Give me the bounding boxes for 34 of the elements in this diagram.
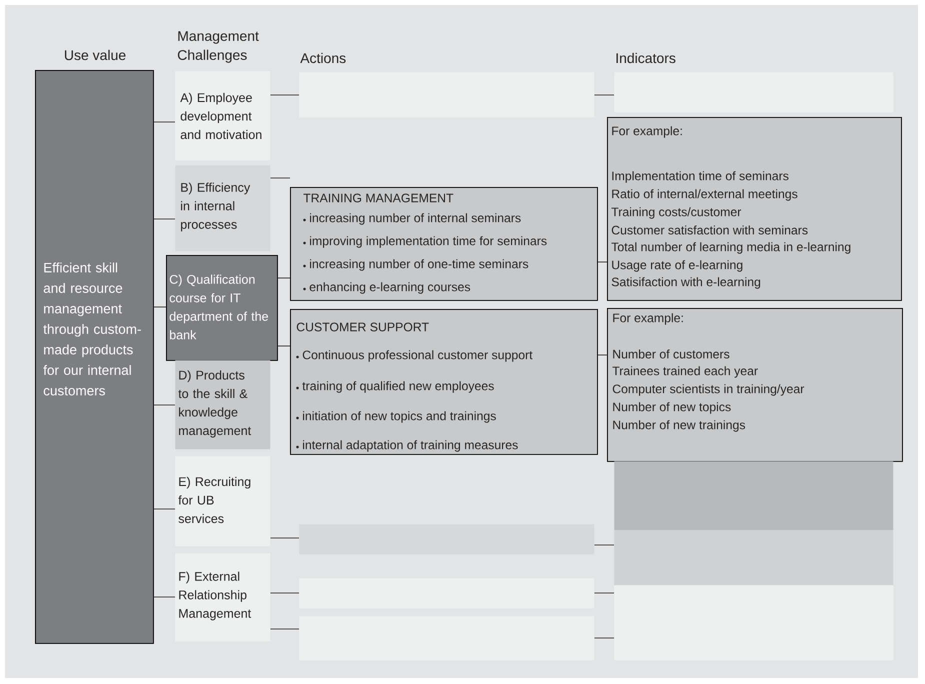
connector-line [154,508,176,510]
empty-box [299,578,594,608]
indicator-box: For example: Implementation time of seminars Ratio of internal/external meetings Training costs/customer Customer satisfaction with seminars Total number of learning media in e-learning Usage rate of e-learning Satisifaction with e-learning [607,117,902,301]
empty-box [299,72,594,118]
challenge-box: D) Products to the skill & knowledge management [175,360,270,450]
connector-line [154,306,166,308]
connector-line [154,596,176,598]
connector-line [594,592,614,594]
connector-line [270,628,300,630]
empty-box [614,530,894,586]
column-heading: Indicators [616,52,676,64]
empty-box [614,461,894,530]
challenge-box: C) Qualification course for IT department of the bank [166,255,278,361]
challenge-box: E) Recruiting for UB services [175,456,270,546]
connector-line [270,592,300,594]
indicator-box: For example: Number of customers Trainees trained each year Computer scientists in training/year Number of new topics Number of new trainings [607,308,903,462]
challenge-box: F) External Relationship Management [175,553,270,642]
action-box: TRAINING MANAGEMENT increasing number of internal seminars improving implementation time for seminars increasing number of one-time seminars enhancing e-learning courses [290,187,598,301]
empty-box [299,524,594,554]
connector-line [154,218,176,220]
connector-line [270,94,300,96]
connector-line [594,544,614,546]
column-heading: Actions [300,52,346,64]
empty-box [614,585,894,660]
challenge-box: B) Efficiency in internal processes [175,165,270,252]
empty-box [299,616,594,660]
connector-line [598,354,608,356]
challenge-box: A) Employee development and motivation [175,71,270,160]
connector-line [594,94,614,96]
column-heading: Management Challenges [178,31,259,63]
action-box: CUSTOMER SUPPORT Continuous professional customer support training of qualified new employees initiation of new topics and trainings internal adaptation of training measures [290,309,598,455]
value-box: Efficient skill and resource management through custom-made products for our internal customers [35,70,154,644]
connector-line [154,404,176,406]
empty-box [614,72,894,112]
